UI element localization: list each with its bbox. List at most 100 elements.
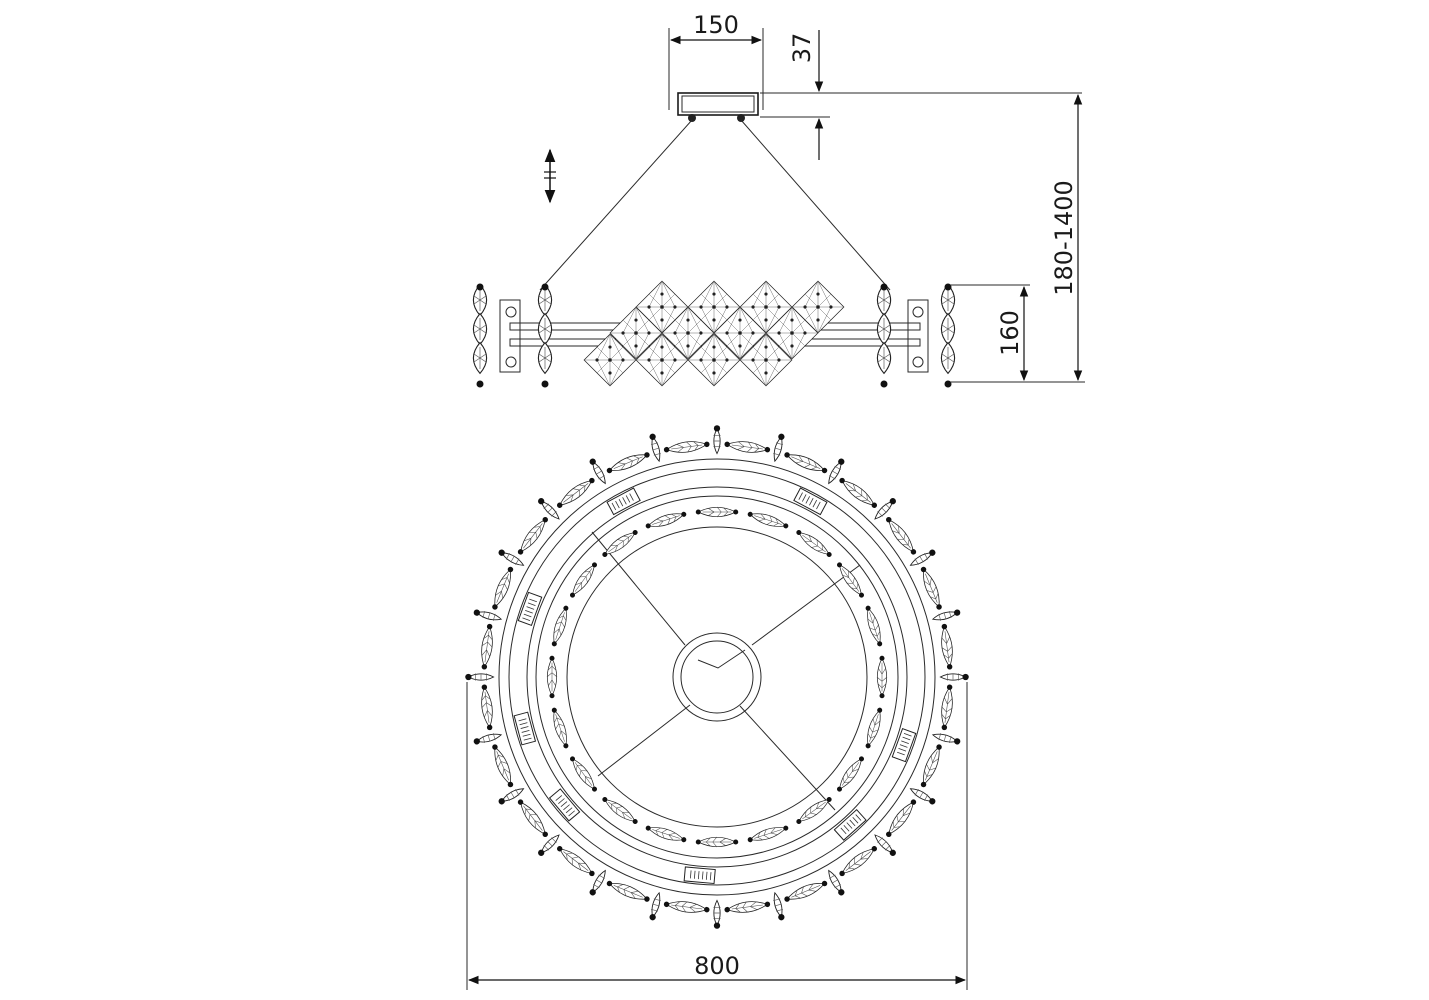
dimension-overall-height: 180-1400 [950,93,1085,383]
outer-leaf-crystal [662,898,711,916]
inner-leaf-crystal [745,508,791,532]
inner-leaf-crystal [566,559,601,601]
top-view [464,424,970,930]
outer-leaf-crystal [782,877,830,906]
dimension-canopy-width: 150 [668,11,764,110]
outer-bead-crystal [712,424,722,455]
outer-bead-crystal [770,432,787,463]
outer-leaf-crystal [553,842,598,880]
crystal-panels [583,280,845,387]
outer-leaf-crystal [604,877,652,906]
light-module [549,788,581,822]
side-crystal-tip [944,283,952,291]
outer-bead-crystal [472,730,503,747]
light-module [833,809,867,841]
side-crystal-tip [880,380,888,388]
inner-leaf-crystal [643,508,689,532]
outer-leaf-crystal [917,742,946,790]
outer-leaf-crystal [488,564,517,612]
side-crystal-leaf [472,313,488,345]
inner-leaf-crystal [695,506,739,518]
side-crystal-leaf [537,342,553,374]
outer-leaf-crystal [836,842,881,880]
inner-leaf-crystal [548,603,572,649]
dimension-canopy-height: 37 [760,30,1082,160]
outer-leaf-crystal [488,742,517,790]
outer-leaf-crystal [938,622,956,671]
side-crystal-leaf [876,313,892,345]
outer-bead-crystal [712,899,722,930]
dimension-body-height: 160 [950,284,1030,382]
overall-height-label: 180-1400 [1050,180,1078,296]
top-view-cables [591,531,861,811]
adjustable-length-icon [544,148,556,204]
outer-leaf-crystal [917,564,946,612]
suspension-cable-right [740,119,891,291]
outer-leaf-crystal [723,898,772,916]
side-crystal-leaf [876,342,892,374]
light-module [606,487,641,516]
outer-leaf-crystal [478,622,496,671]
inner-leaf-crystal [695,836,739,848]
outer-leaf-crystal [782,448,830,477]
inner-leaf-crystal [862,603,886,649]
side-crystal-leaf [537,313,553,345]
outer-leaf-crystal [938,683,956,732]
light-module [891,728,917,763]
diameter-label: 800 [694,952,740,980]
inner-leaf-crystal [566,753,601,795]
outer-bead-crystal [939,672,970,682]
side-crystal-tip [476,380,484,388]
outer-bead-crystal [931,730,962,747]
outer-leaf-crystal [478,683,496,732]
side-view [472,92,956,388]
outer-leaf-crystal [836,474,881,512]
light-module [683,866,716,884]
light-module [793,487,828,516]
outer-bead-crystal [647,432,664,463]
inner-leaf-crystal [793,526,835,561]
inner-leaf-crystal [833,559,868,601]
outer-bead-crystal [464,672,495,682]
center-hub-inner [680,640,754,714]
outer-bead-crystal [871,495,899,523]
outer-leaf-crystal [553,474,598,512]
side-crystal-leaf [472,342,488,374]
center-hub-outer [672,632,762,722]
side-crystal-leaf [940,313,956,345]
side-crystal-leaf [940,342,956,374]
middle-ring [526,486,908,868]
outer-leaf-crystal [882,796,920,841]
canopy-width-label: 150 [693,11,739,39]
outer-leaf-crystal [882,513,920,558]
outer-bead-crystal [472,607,503,624]
outer-leaf-crystal [604,448,652,477]
side-crystal-tip [541,380,549,388]
body-height-label: 160 [996,310,1024,356]
outer-bead-crystal [535,495,563,523]
inner-leaf-crystal [862,705,886,751]
inner-leaf-crystal [876,655,888,699]
outer-bead-crystal [535,831,563,859]
side-crystal-tip [944,380,952,388]
canopy-height-label: 37 [788,33,816,64]
outer-bead-crystal [770,891,787,922]
side-crystal-tip [541,283,549,291]
inner-leaf-crystal [745,822,791,846]
outer-leaf-crystal [723,438,772,456]
outer-bead-crystal [871,831,899,859]
outer-bead-crystal [647,891,664,922]
inner-leaf-crystal [599,793,641,828]
side-crystal-clusters [472,283,956,388]
inner-crystal-ring [546,506,888,848]
inner-leaf-crystal [546,655,558,699]
outer-leaf-crystal [514,796,552,841]
outer-ring [498,458,936,896]
side-crystal-tip [476,283,484,291]
side-crystal-tip [880,283,888,291]
outer-leaf-crystal [662,438,711,456]
suspension-cable-left [539,119,693,291]
inner-leaf-crystal [793,793,835,828]
inner-leaf-crystal [548,705,572,751]
